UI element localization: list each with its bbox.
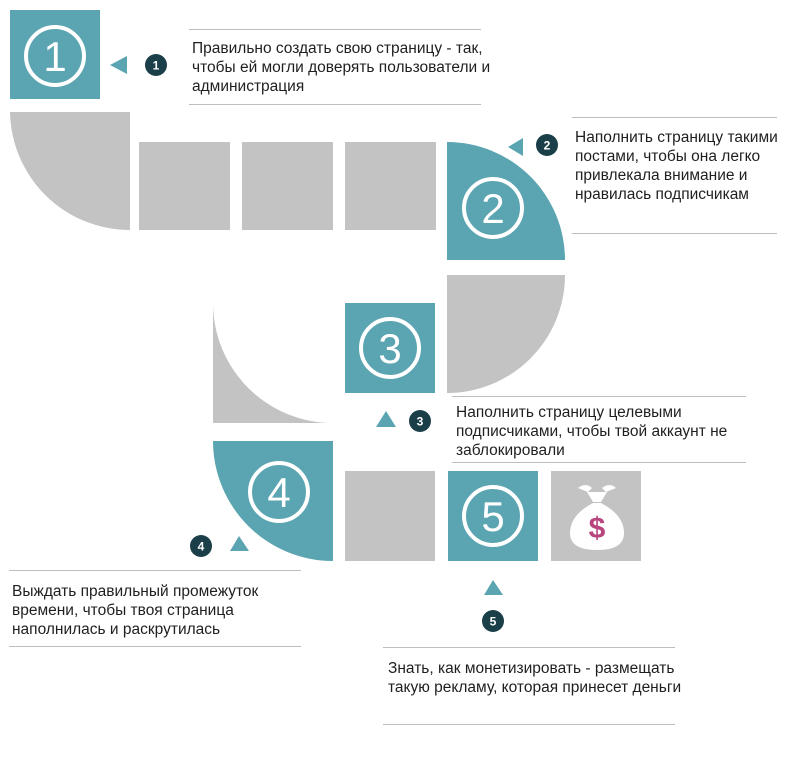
pointer-triangle-5	[484, 580, 503, 595]
step-2-text: Наполнить страницу такими постами, чтобы…	[575, 129, 778, 203]
step-1-rule-top	[189, 29, 481, 30]
track-tile	[242, 142, 333, 230]
step-1-badge	[145, 54, 167, 76]
step-1-badge-label: 1	[153, 59, 160, 73]
track-tile	[139, 142, 230, 230]
step-4-badge-label: 4	[198, 540, 205, 554]
step-1-number: 1	[43, 33, 66, 80]
step-4-tile	[213, 441, 333, 561]
step-4-text: Выждать правильный промежуток времени, ч…	[12, 583, 259, 638]
step-4-rule-top	[9, 570, 301, 571]
step-4-ring	[248, 461, 310, 523]
step-2-rule-top	[572, 117, 777, 118]
step-1-ring	[24, 25, 86, 87]
step-5-rule-top	[383, 647, 675, 648]
money-symbol: $	[589, 512, 606, 545]
step-5-badge-label: 5	[490, 615, 497, 629]
step-5-text: Знать, как монетизировать - размещать та…	[388, 660, 682, 696]
track-curve-middle-right	[447, 275, 565, 393]
step-3-badge-label: 3	[417, 415, 424, 429]
step-3-rule-top	[452, 396, 746, 397]
step-3-rule-bottom	[452, 462, 746, 463]
pointer-triangle-2	[508, 138, 523, 156]
step-1-text: Правильно создать свою страницу - так, ч…	[192, 40, 491, 95]
step-5-ring	[462, 485, 524, 547]
step-4-rule-bottom	[9, 646, 301, 647]
step-5-rule-bottom	[383, 724, 675, 725]
track-curve-top-left	[10, 112, 130, 230]
pointer-triangle-1	[110, 56, 127, 74]
track-tile	[345, 471, 435, 561]
pointer-triangle-4	[230, 536, 249, 551]
step-5-number: 5	[481, 493, 504, 540]
track-curve-middle-left	[213, 303, 333, 423]
step-2-badge	[536, 134, 558, 156]
step-2-number: 2	[481, 185, 504, 232]
money-bag-icon: $	[570, 485, 624, 550]
step-2-badge-label: 2	[544, 139, 551, 153]
pointer-triangle-3	[376, 411, 396, 427]
step-3-badge	[409, 410, 431, 432]
step-4-number: 4	[267, 469, 290, 516]
step-1-rule-bottom	[189, 104, 481, 105]
step-2-ring	[462, 177, 524, 239]
step-3-text: Наполнить страницу целевыми подписчиками…	[456, 404, 728, 459]
step-3-ring	[359, 317, 421, 379]
step-3-number: 3	[378, 325, 401, 372]
track-tile	[345, 142, 436, 230]
step-4-badge	[190, 535, 212, 557]
step-2-rule-bottom	[572, 233, 777, 234]
step-5-badge	[482, 610, 504, 632]
